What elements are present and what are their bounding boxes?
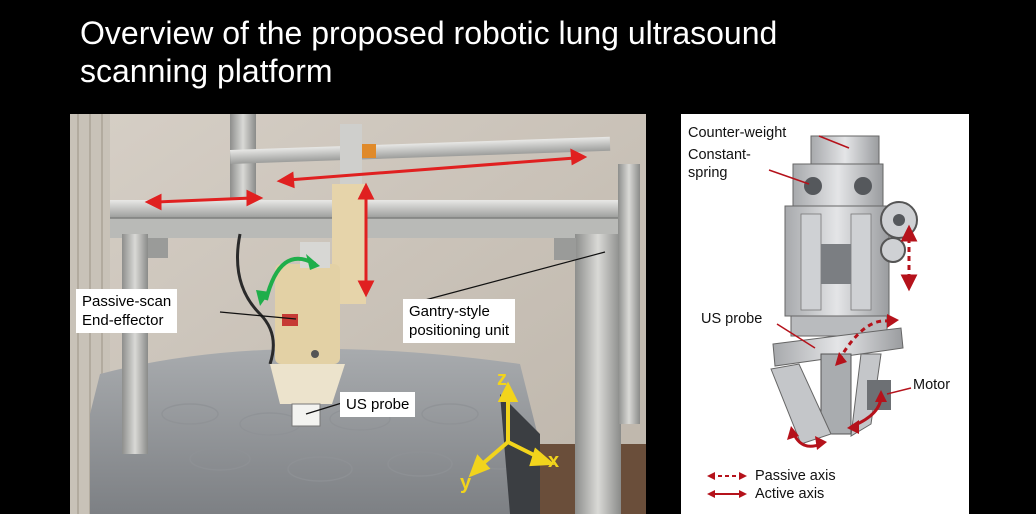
gantry-line1: Gantry-style bbox=[409, 303, 490, 320]
photo-us-probe-label: US probe bbox=[340, 392, 416, 417]
constant-spring-label: Constant- spring bbox=[688, 146, 751, 182]
coordinate-axes bbox=[468, 381, 556, 478]
title-line-1: Overview of the proposed robotic lung ul… bbox=[80, 15, 778, 51]
leader-us-probe bbox=[305, 401, 346, 415]
rear-rail bbox=[230, 136, 611, 164]
front-lower-beam bbox=[110, 218, 630, 238]
gantry-post-left bbox=[122, 234, 148, 454]
passive-axis-arrow bbox=[900, 224, 918, 292]
cad-mechanism-drawing bbox=[707, 135, 918, 498]
axis-y-label: y bbox=[460, 472, 472, 494]
legend-active-label: Active axis bbox=[755, 486, 825, 502]
end-effector-body bbox=[275, 264, 340, 364]
motor-label: Motor bbox=[913, 377, 951, 393]
counter-weight-label: Counter-weight bbox=[688, 125, 787, 141]
gimbal-arm bbox=[772, 327, 904, 367]
legend-active-symbol bbox=[707, 490, 747, 498]
counter-weight-block bbox=[810, 135, 880, 165]
title-line-2: scanning platform bbox=[80, 53, 333, 89]
air-bed bbox=[90, 348, 540, 514]
gantry-post-rear-right bbox=[618, 164, 640, 424]
us-probe-cad bbox=[820, 353, 852, 435]
constant-spring-line1: Constant- bbox=[688, 147, 751, 163]
axis-z-label: z bbox=[497, 368, 507, 390]
leader-gantry bbox=[409, 251, 606, 305]
motor-housing bbox=[340, 124, 362, 184]
cad-us-probe-label: US probe bbox=[701, 311, 763, 327]
robot-photo-panel: Passive-scan End-effector Gantry-style p… bbox=[70, 114, 646, 514]
axis-x-label: x bbox=[548, 450, 560, 472]
constant-spring-line2: spring bbox=[688, 165, 728, 181]
leader-end-effector bbox=[219, 311, 297, 320]
gantry-line2: positioning unit bbox=[409, 322, 510, 339]
front-top-beam bbox=[110, 200, 630, 218]
gantry-post-right bbox=[575, 234, 621, 514]
cable bbox=[236, 233, 275, 365]
robot-photo-illustration bbox=[70, 114, 646, 514]
us-probe-photo bbox=[291, 403, 321, 427]
legend-passive-symbol bbox=[707, 472, 747, 480]
passive-scan-end-effector-label: Passive-scan End-effector bbox=[76, 289, 178, 333]
probe-holder bbox=[270, 364, 345, 404]
gantry-positioning-label: Gantry-style positioning unit bbox=[403, 299, 516, 343]
gantry-motion-arrows bbox=[144, 148, 588, 298]
cad-diagram-panel: Counter-weight Constant- spring US probe… bbox=[681, 114, 969, 514]
cad-pointers bbox=[768, 135, 912, 395]
passive-scan-line2: End-effector bbox=[82, 312, 164, 329]
legend-passive-label: Passive axis bbox=[755, 468, 836, 484]
passive-scan-line1: Passive-scan bbox=[82, 293, 172, 310]
slide-title: Overview of the proposed robotic lung ul… bbox=[80, 14, 980, 90]
